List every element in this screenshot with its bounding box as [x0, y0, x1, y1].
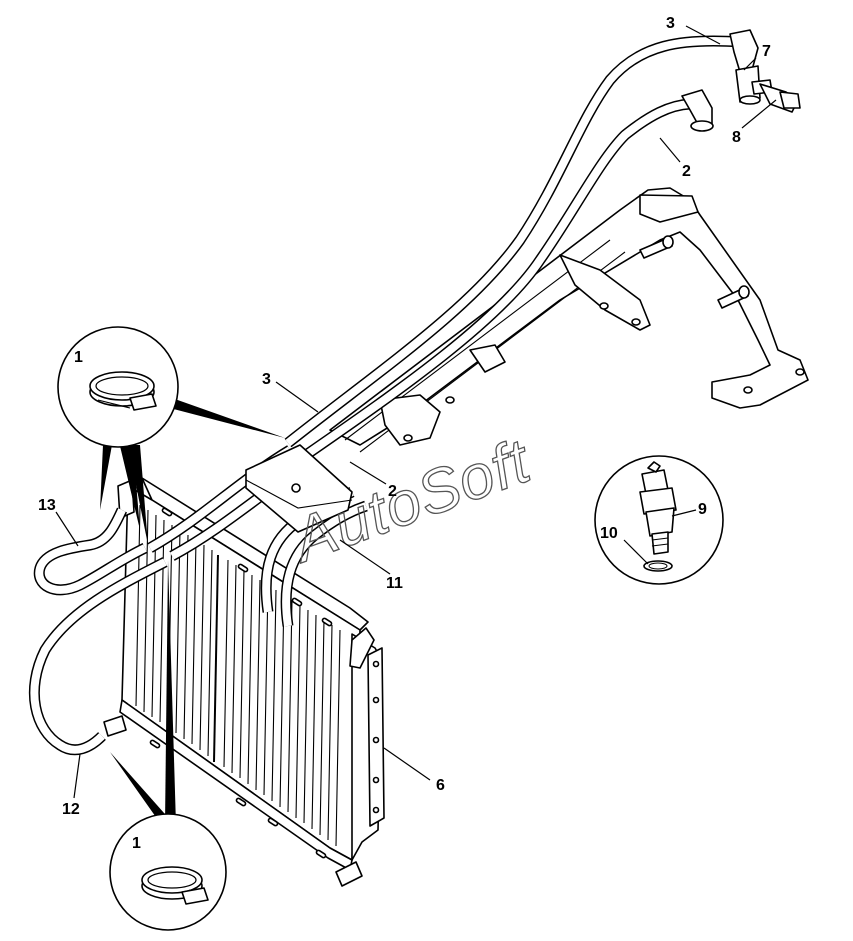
- upper-left-fitting: [117, 479, 135, 519]
- upper-right-fitting: [349, 627, 375, 669]
- clamp-detail-top: [57, 326, 285, 545]
- frame-slots: [149, 507, 333, 859]
- callout-2-middle: 2: [388, 483, 397, 500]
- hose-3: [284, 35, 741, 448]
- callout-1-top: 1: [74, 349, 83, 366]
- callout-7: 7: [762, 43, 771, 60]
- callout-11: 11: [386, 575, 403, 592]
- callout-2-upper: 2: [682, 163, 691, 180]
- cooler-fins: [135, 504, 341, 847]
- callout-1-bottom: 1: [132, 835, 141, 852]
- lower-right-fitting: [335, 861, 363, 887]
- leader-lines: [55, 25, 777, 799]
- pressure-switch-fitting: [759, 83, 801, 113]
- callout-12: 12: [62, 801, 80, 818]
- hose-clamp-plate: [245, 444, 353, 533]
- hose-13: [33, 507, 148, 596]
- hose-12: [28, 557, 168, 756]
- elbow-fitting: [681, 89, 714, 132]
- hose-2: [302, 98, 691, 460]
- mounting-bracket: [329, 187, 809, 453]
- clamp-detail-bottom: [109, 560, 227, 931]
- callout-6: 6: [436, 777, 445, 794]
- oil-cooler-radiator: [103, 477, 385, 887]
- callout-3-middle: 3: [262, 371, 271, 388]
- lower-left-fitting: [103, 715, 127, 737]
- callout-9: 9: [698, 501, 707, 518]
- pressure-switch-detail: [594, 455, 724, 585]
- callout-3-upper: 3: [666, 15, 675, 32]
- callout-13: 13: [38, 497, 56, 514]
- callout-8: 8: [732, 129, 741, 146]
- callout-10: 10: [600, 525, 618, 542]
- callouts: 1 1 2 2 3 3 6 7 8 9 10 11 12 13: [38, 15, 771, 852]
